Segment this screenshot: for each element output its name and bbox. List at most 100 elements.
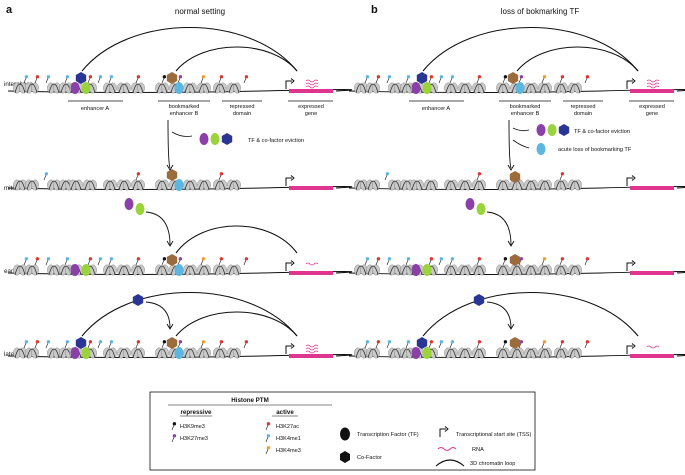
nucleosome (354, 179, 368, 191)
histone-mark (98, 257, 103, 261)
histone-mark (244, 340, 249, 344)
cofactor-navy (75, 72, 87, 84)
evicted-tf-green (210, 133, 220, 145)
nucleosome (524, 264, 538, 276)
nucleosome (227, 264, 241, 276)
nucleosome (131, 264, 145, 276)
histone-mark (429, 75, 434, 79)
histone-mark (24, 340, 29, 344)
histone-mark (439, 257, 444, 261)
loop-enhancer-b-gene (175, 225, 298, 254)
histone-mark (406, 75, 411, 79)
histone-mark (387, 340, 392, 344)
nucleosome (524, 347, 538, 359)
nucleosome (155, 264, 169, 276)
histone-mark (560, 340, 565, 344)
gene-body (630, 354, 674, 358)
legend-rna: RNA (472, 447, 484, 453)
nucleosome (458, 82, 472, 94)
histone-mark (244, 257, 249, 261)
nucleosome (524, 82, 538, 94)
loop-enhancer-a-gene (422, 27, 639, 72)
nucleosome (197, 347, 211, 359)
nucleosome (197, 264, 211, 276)
nucleosome (117, 264, 131, 276)
nucleosome (388, 179, 402, 191)
enhancer-a-label-b: enhancer A (422, 106, 451, 112)
nucleosome (13, 264, 27, 276)
histone-mark (560, 257, 565, 261)
histone-mark (136, 257, 141, 261)
panel-title-a: normal setting (175, 7, 225, 16)
nucleosome (103, 82, 117, 94)
expressed-label-line1: expressed (298, 104, 324, 110)
loop-enhancer-a-gene (81, 27, 298, 72)
tf-purple (411, 264, 421, 276)
repressed-label-line2: domain (233, 111, 251, 117)
histone-mark (560, 172, 565, 176)
tf-purple (70, 264, 80, 276)
nucleosome (424, 179, 438, 191)
nucleosome (227, 179, 241, 191)
gene-body (289, 186, 333, 190)
histone-mark (178, 75, 183, 79)
tss-arrow (285, 80, 292, 89)
legend-h3k4me3: H3K4me3 (276, 448, 301, 454)
nucleosome (227, 347, 241, 359)
nucleosome (496, 82, 510, 94)
bookmarked-label-b-line1: bookmarked (510, 104, 541, 110)
gene-body (630, 186, 674, 190)
bookmarked-label-b-line2: enhancer B (511, 111, 540, 117)
nucleosome (444, 179, 458, 191)
histone-mark (178, 257, 183, 261)
histone-mark (136, 172, 141, 176)
rebinding-cofactor (132, 294, 144, 306)
nucleosome (213, 179, 227, 191)
histone-mark (585, 75, 590, 79)
panel-b (348, 27, 685, 359)
histone-mark (88, 257, 93, 261)
nucleosome (554, 179, 568, 191)
histone-mark (477, 75, 482, 79)
nucleosome (538, 347, 552, 359)
nucleosome (568, 82, 582, 94)
histone-mark (560, 75, 565, 79)
legend-active-header: active (276, 409, 294, 416)
gene-body (289, 271, 333, 275)
legend-mark-symbol (266, 422, 271, 426)
histone-mark (46, 257, 51, 261)
loop-enhancer-b-gene (175, 46, 298, 72)
nucleosome (472, 347, 486, 359)
nucleosome (155, 347, 169, 359)
histone-mark (439, 340, 444, 344)
panel-a (7, 27, 353, 359)
gene-body (630, 89, 674, 93)
rna-icon (305, 85, 319, 89)
cofactor-brown (507, 72, 519, 84)
legend-tss-symbol (439, 428, 446, 437)
nucleosome (444, 82, 458, 94)
nucleosome (183, 179, 197, 191)
histone-mark (98, 75, 103, 79)
nucleosome (13, 82, 27, 94)
rna-icon (305, 79, 319, 83)
legend-marks (171, 422, 271, 455)
enhancer-a-label: enhancer A (81, 106, 110, 112)
histone-mark (365, 75, 370, 79)
nucleosome (131, 179, 145, 191)
nucleosome (213, 82, 227, 94)
legend-h3k27me3: H3K27me3 (180, 436, 208, 442)
nucleosome (554, 347, 568, 359)
histone-mark (450, 257, 455, 261)
evicted-cofactor (558, 124, 570, 136)
histone-mark (519, 257, 524, 261)
rna-icon (646, 82, 660, 86)
nucleosome (354, 264, 368, 276)
nucleosome (47, 179, 61, 191)
histone-mark (406, 340, 411, 344)
nucleosome (69, 179, 83, 191)
tss-arrow (626, 262, 633, 271)
cofactor-brown (509, 171, 521, 183)
rna-icon (305, 262, 319, 266)
tss-arrow (626, 80, 633, 89)
